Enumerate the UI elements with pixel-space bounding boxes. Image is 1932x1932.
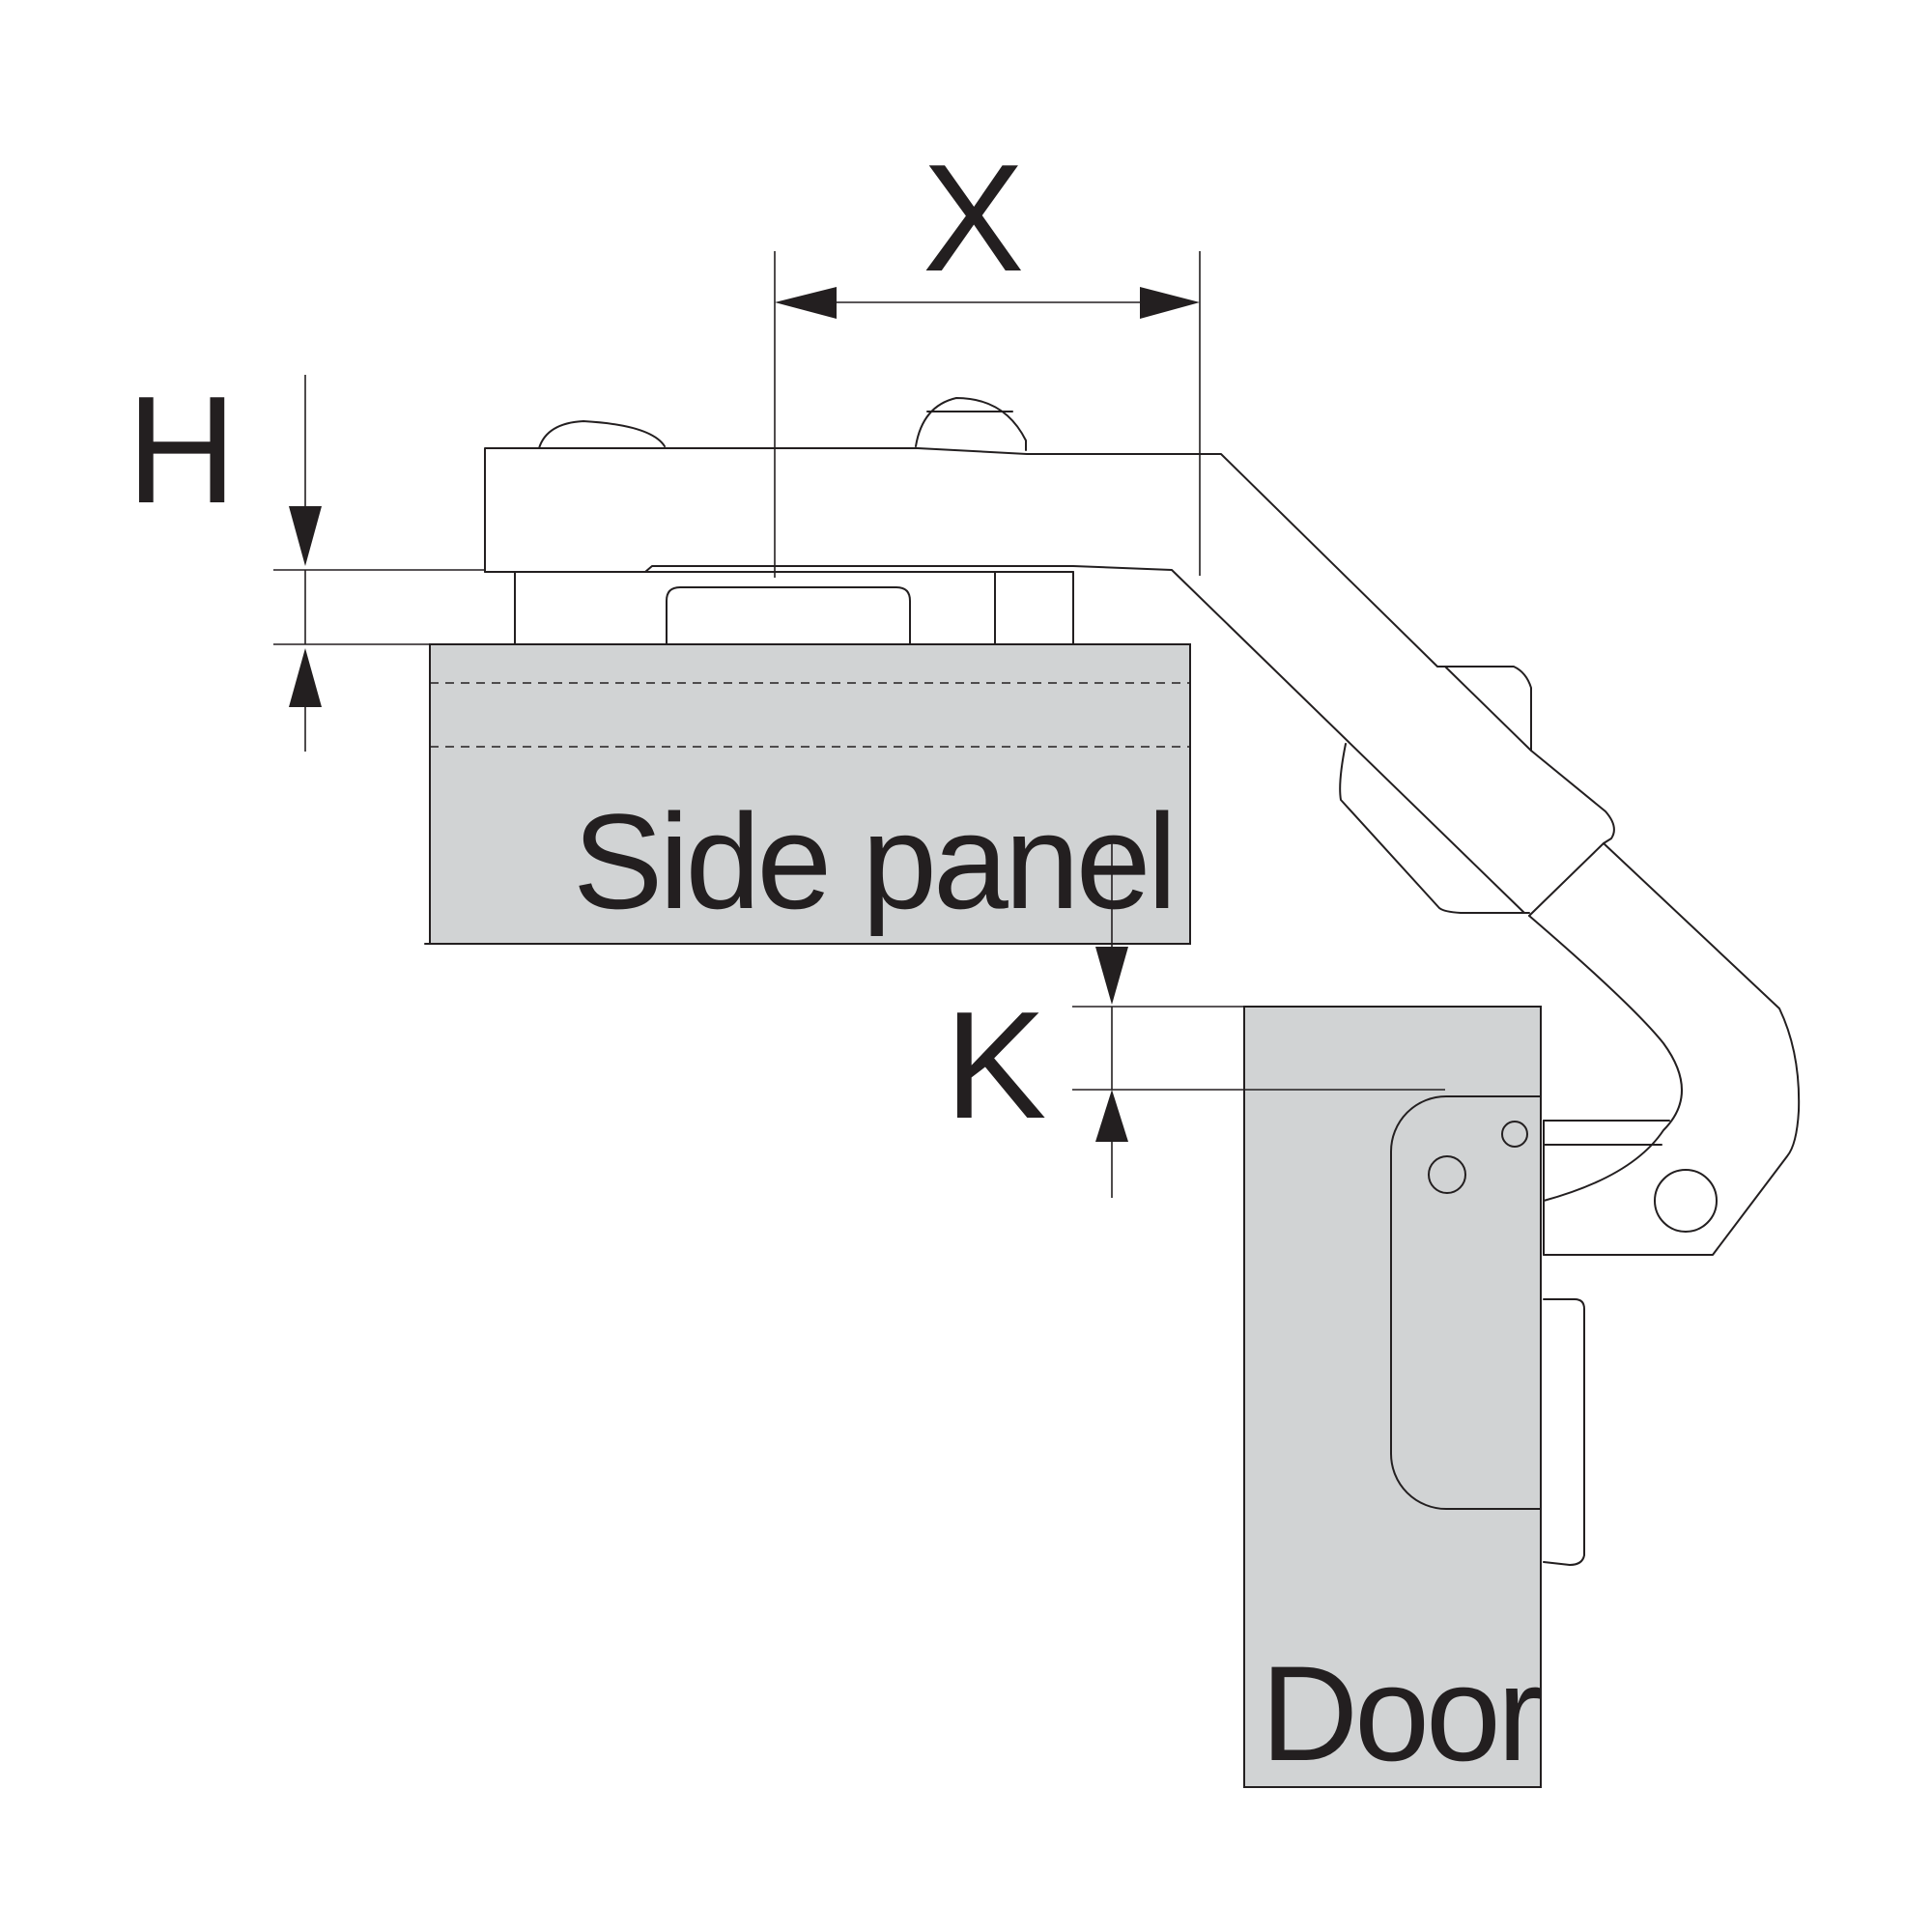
x-arrow-left	[775, 287, 837, 319]
k-arrow-down	[1095, 947, 1128, 1005]
x-label: X	[923, 133, 1024, 303]
h-label: H	[127, 365, 237, 535]
h-arrow-up	[289, 648, 322, 707]
side-panel: Side panel	[424, 643, 1191, 945]
side-panel-label: Side panel	[573, 785, 1174, 937]
hinge-arm	[484, 397, 1801, 1566]
dimension-x: X	[774, 133, 1201, 578]
door-label: Door	[1261, 1637, 1541, 1789]
dimension-h: H	[127, 365, 485, 752]
k-label: K	[945, 980, 1046, 1151]
mounting-plate	[514, 571, 1074, 645]
x-arrow-right	[1140, 287, 1200, 319]
dimension-k: K	[945, 838, 1445, 1198]
k-arrow-up	[1095, 1090, 1128, 1142]
h-arrow-down	[289, 506, 322, 566]
door: Door	[1243, 1006, 1545, 1789]
